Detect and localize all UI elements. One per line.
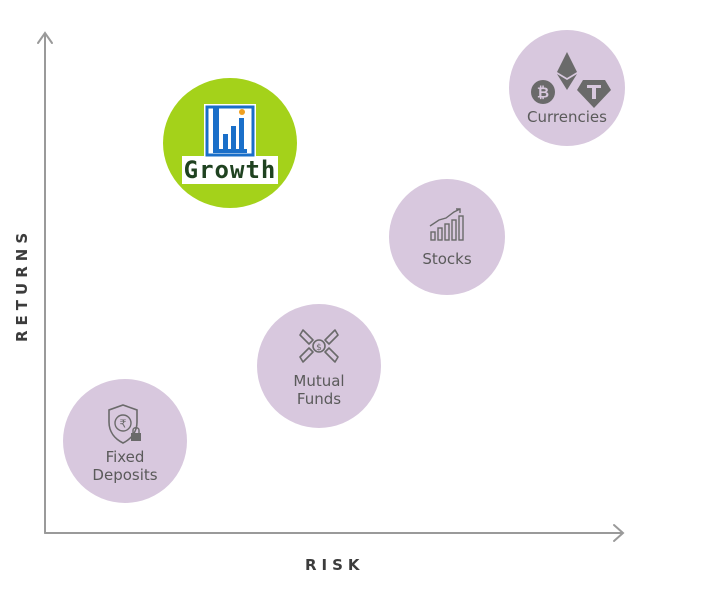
x-axis-arrow [613, 524, 625, 542]
growth-chart-logo [204, 104, 256, 158]
crypto-icons: ₿ [531, 52, 611, 108]
node-label-line: Funds [296, 390, 342, 408]
shield-rupee-lock-icon: ₹ [108, 404, 141, 444]
ethereum-icon [557, 52, 577, 90]
y-axis-arrow [37, 31, 53, 44]
svg-text:₹: ₹ [120, 418, 127, 431]
node-fixed-deposits: ₹ Fixed Deposits [63, 379, 187, 503]
bitcoin-icon: ₿ [531, 80, 555, 104]
svg-text:$: $ [316, 343, 322, 353]
growth-logo-badge: Growth [163, 78, 297, 208]
bar-chart-up-icon [429, 208, 464, 241]
node-label-line: Stocks [422, 250, 472, 268]
node-label-line: Deposits [92, 466, 158, 484]
node-stocks: Stocks [389, 179, 505, 295]
tether-icon [577, 80, 611, 108]
node-label-line: Mutual [293, 372, 345, 390]
y-axis-label: RETURNS [13, 227, 31, 342]
x-axis-label: RISK [305, 556, 365, 574]
growth-brand-text: Growth [181, 156, 279, 184]
svg-text:₿: ₿ [537, 84, 549, 102]
node-label-line: Fixed [105, 448, 145, 466]
node-currencies: ₿ Currencies [509, 30, 625, 146]
hands-dollar-icon: $ [299, 329, 339, 363]
node-mutual-funds: $ Mutual Funds [257, 304, 381, 428]
node-label-line: Currencies [527, 108, 607, 126]
